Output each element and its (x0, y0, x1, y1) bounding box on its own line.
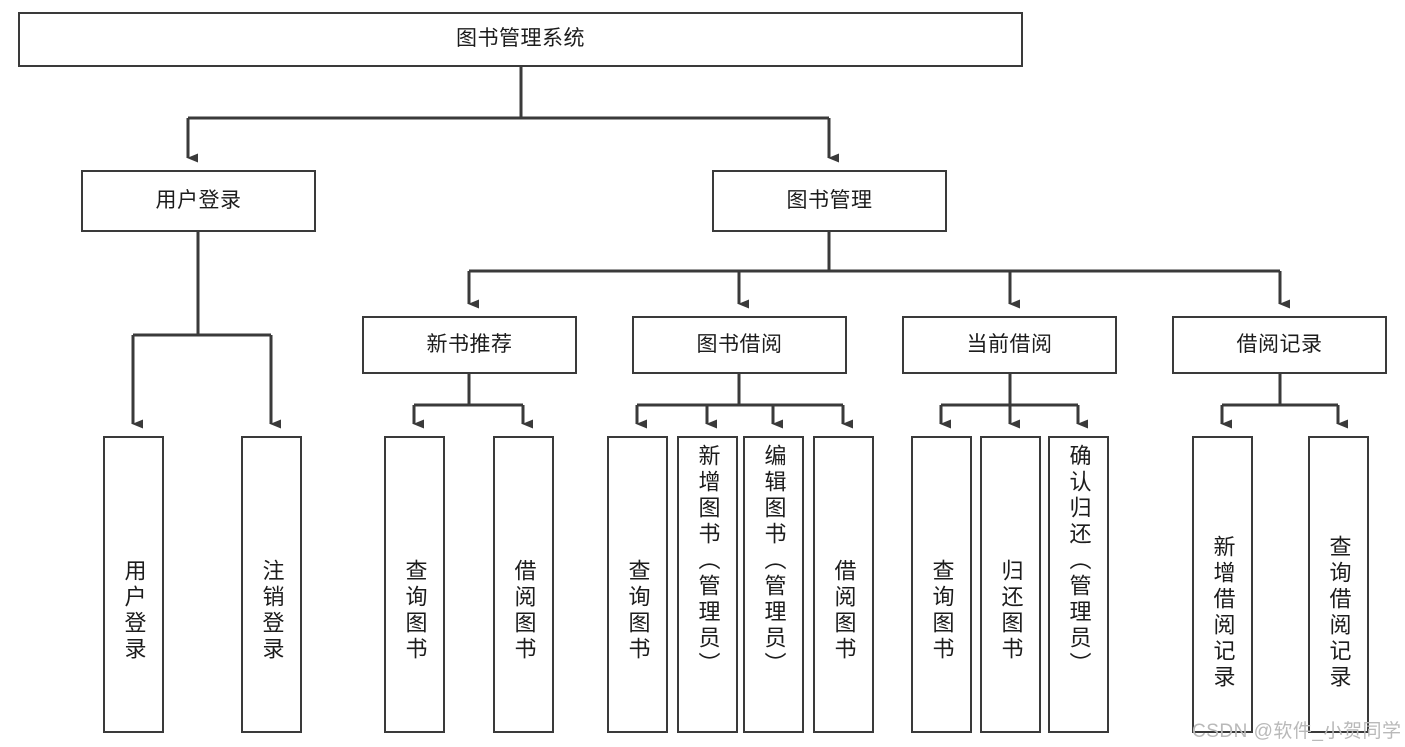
leaf-user-login-label: 用户登录 (121, 559, 147, 663)
leaf-add-borrow-record[interactable]: 新增借阅记录 (1192, 436, 1253, 733)
leaf-query-book-cb[interactable]: 查询图书 (911, 436, 972, 733)
leaf-query-book-bb[interactable]: 查询图书 (607, 436, 668, 733)
node-borrow-record[interactable]: 借阅记录 (1172, 316, 1387, 374)
node-borrow-record-label: 借阅记录 (1236, 332, 1323, 356)
leaf-borrow-book-bb-label: 借阅图书 (831, 559, 857, 663)
node-book-borrow[interactable]: 图书借阅 (632, 316, 847, 374)
node-user-login[interactable]: 用户登录 (81, 170, 316, 232)
leaf-query-book-cb-label: 查询图书 (929, 559, 955, 663)
leaf-add-book-admin[interactable]: 新增图书（管理员） (677, 436, 738, 733)
leaf-query-book-nb-label: 查询图书 (402, 559, 428, 663)
leaf-logout[interactable]: 注销登录 (241, 436, 302, 733)
leaf-user-login[interactable]: 用户登录 (103, 436, 164, 733)
leaf-add-book-admin-label: 新增图书（管理员） (695, 444, 721, 678)
leaf-borrow-book-bb[interactable]: 借阅图书 (813, 436, 874, 733)
node-current-borrow-label: 当前借阅 (966, 332, 1053, 356)
node-book-borrow-label: 图书借阅 (696, 332, 783, 356)
leaf-return-book[interactable]: 归还图书 (980, 436, 1041, 733)
leaf-edit-book-admin-label: 编辑图书（管理员） (761, 444, 787, 678)
leaf-query-borrow-record[interactable]: 查询借阅记录 (1308, 436, 1369, 733)
leaf-query-borrow-record-label: 查询借阅记录 (1326, 535, 1352, 691)
leaf-add-borrow-record-label: 新增借阅记录 (1210, 535, 1236, 691)
node-book-manage-label: 图书管理 (786, 188, 873, 212)
leaf-query-book-bb-label: 查询图书 (625, 559, 651, 663)
leaf-borrow-book-nb[interactable]: 借阅图书 (493, 436, 554, 733)
node-current-borrow[interactable]: 当前借阅 (902, 316, 1117, 374)
node-new-book-recommend[interactable]: 新书推荐 (362, 316, 577, 374)
node-new-book-recommend-label: 新书推荐 (426, 332, 513, 356)
leaf-borrow-book-nb-label: 借阅图书 (511, 559, 537, 663)
leaf-logout-label: 注销登录 (259, 559, 285, 663)
leaf-confirm-return-admin[interactable]: 确认归还（管理员） (1048, 436, 1109, 733)
node-book-manage[interactable]: 图书管理 (712, 170, 947, 232)
leaf-query-book-nb[interactable]: 查询图书 (384, 436, 445, 733)
node-root-system-label: 图书管理系统 (456, 27, 585, 51)
watermark-text: CSDN @软件_小贺同学 (1192, 721, 1402, 742)
node-user-login-label: 用户登录 (155, 188, 242, 212)
node-root-system[interactable]: 图书管理系统 (18, 12, 1023, 67)
leaf-edit-book-admin[interactable]: 编辑图书（管理员） (743, 436, 804, 733)
leaf-confirm-return-admin-label: 确认归还（管理员） (1066, 444, 1092, 678)
leaf-return-book-label: 归还图书 (998, 559, 1024, 663)
